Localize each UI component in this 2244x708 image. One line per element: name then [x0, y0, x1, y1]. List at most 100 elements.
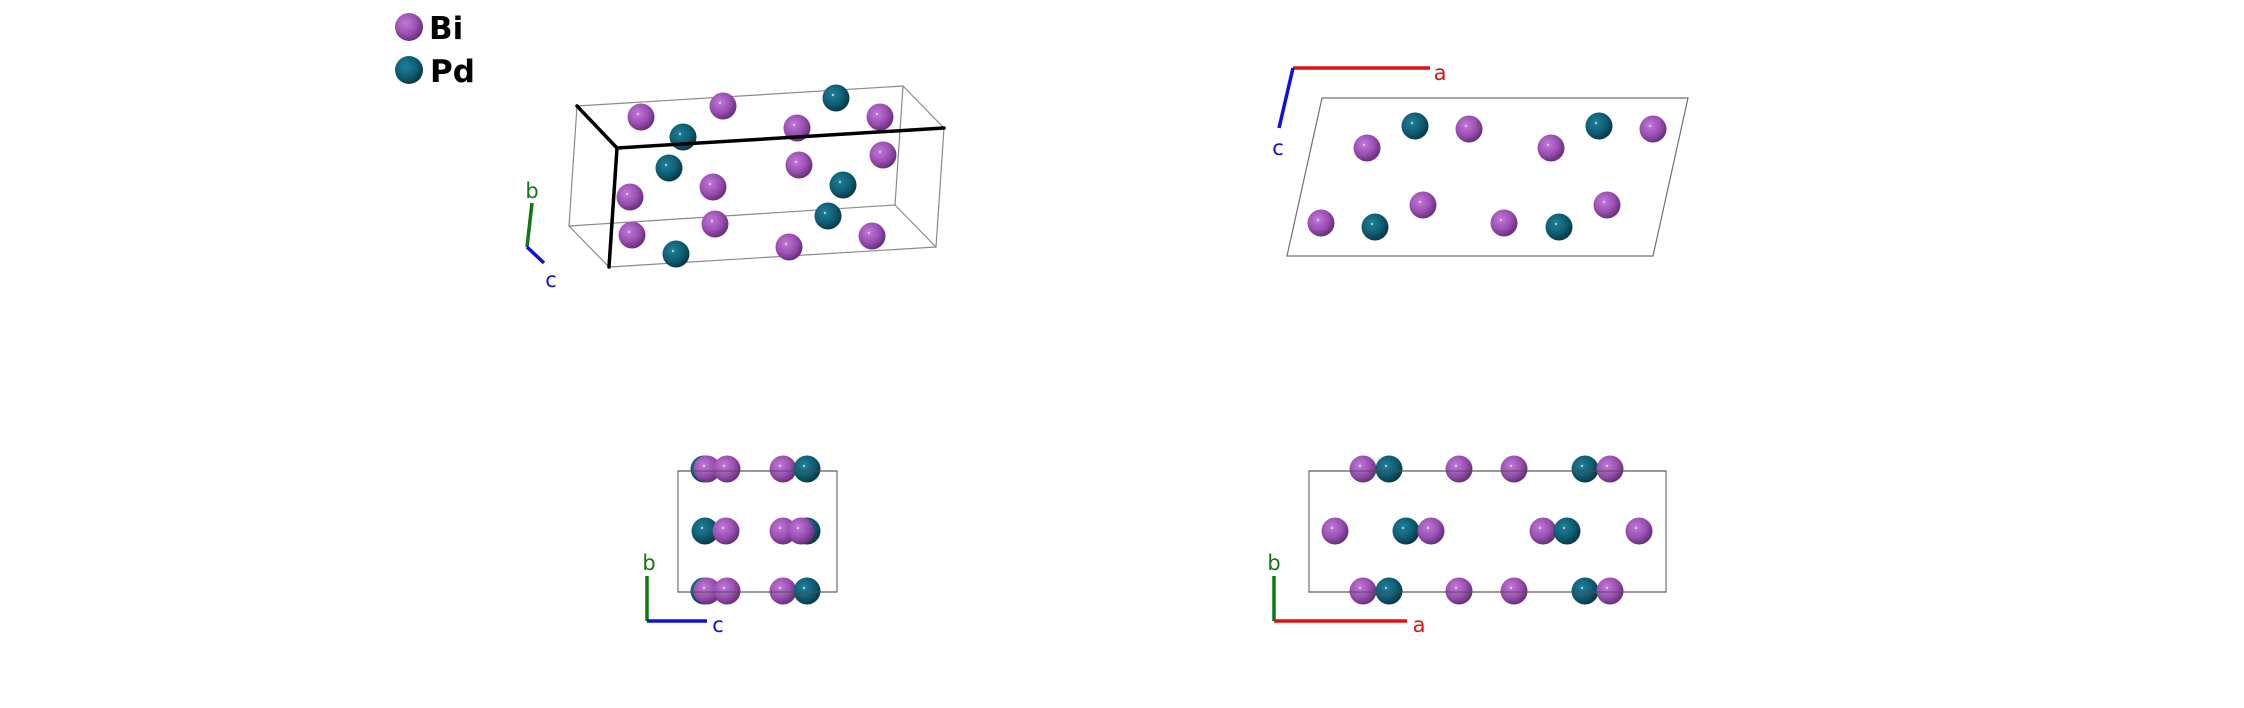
bi-atom-sphere — [1445, 455, 1473, 483]
bi-atom-sphere — [1625, 517, 1653, 545]
specular-highlight — [1358, 586, 1362, 590]
pd-atom-sphere — [793, 577, 821, 605]
specular-highlight — [1370, 222, 1374, 226]
specular-highlight — [627, 230, 631, 234]
specular-highlight — [1605, 464, 1609, 468]
axis-c-label: c — [712, 613, 724, 637]
pd-atom — [662, 240, 690, 268]
bi-atom — [866, 103, 894, 131]
specular-highlight — [878, 150, 882, 154]
pd-atom-sphere — [829, 171, 857, 199]
specular-highlight — [722, 586, 726, 590]
bi-atom-sphere — [1417, 517, 1445, 545]
bi-atom-sphere — [1537, 134, 1565, 162]
bi-atom-sphere — [709, 92, 737, 120]
specular-highlight — [784, 242, 788, 246]
cell-edge-bold — [615, 126, 946, 150]
bi-atom-sphere — [783, 114, 811, 142]
bi-atom — [1593, 191, 1621, 219]
pd-atom-sphere — [669, 123, 697, 151]
pd-atom — [669, 123, 697, 151]
perspective-view: b c — [525, 84, 946, 292]
cell-edge — [894, 85, 904, 206]
axis-indicator: a c — [1272, 61, 1446, 160]
pd-atom — [793, 577, 821, 605]
pd-atom-sphere — [1401, 112, 1429, 140]
pd-atom-sphere — [1375, 577, 1403, 605]
atoms — [616, 84, 897, 268]
specular-highlight — [792, 123, 796, 127]
unit-cell-outline — [1286, 97, 1689, 257]
bi-atom-sphere — [712, 517, 740, 545]
bi-atom — [1353, 134, 1381, 162]
bi-atom-sphere — [616, 183, 644, 211]
specular-highlight — [1358, 464, 1362, 468]
bi-atom — [713, 577, 741, 605]
pd-atom-icon — [395, 56, 423, 84]
pd-atom — [1361, 213, 1389, 241]
bi-atom — [775, 233, 803, 261]
specular-highlight — [1648, 124, 1652, 128]
bi-atom — [787, 517, 815, 545]
legend: Bi Pd — [395, 11, 475, 90]
pd-atom-sphere — [814, 202, 842, 230]
specular-highlight — [678, 132, 682, 136]
axis-indicator: b a — [1267, 551, 1425, 637]
specular-highlight — [721, 526, 725, 530]
bi-atom — [1490, 209, 1518, 237]
bi-atom — [1445, 577, 1473, 605]
bi-atom-icon — [395, 13, 423, 41]
pd-atom-sphere — [1553, 517, 1581, 545]
legend-item-bi: Bi — [395, 11, 463, 47]
bi-atom-sphere — [701, 210, 729, 238]
specular-highlight — [702, 464, 706, 468]
axis-b-label: b — [1267, 551, 1280, 575]
bi-atom-sphere — [627, 103, 655, 131]
atoms — [1321, 455, 1653, 605]
bi-atom — [699, 173, 727, 201]
pd-atom — [1571, 455, 1599, 483]
specular-highlight — [1594, 121, 1598, 125]
bi-atom-sphere — [1529, 517, 1557, 545]
atoms — [690, 455, 821, 605]
axis-a-label: a — [1434, 61, 1447, 85]
specular-highlight — [700, 526, 704, 530]
specular-highlight — [702, 586, 706, 590]
pd-atom-sphere — [1545, 213, 1573, 241]
axis-c-line — [1277, 67, 1295, 129]
pd-atom — [822, 84, 850, 112]
specular-highlight — [1454, 586, 1458, 590]
specular-highlight — [1602, 200, 1606, 204]
cell-edge — [568, 105, 578, 227]
pd-atom-sphere — [662, 240, 690, 268]
pd-atom-sphere — [691, 517, 719, 545]
bi-atom-sphere — [713, 577, 741, 605]
cell-edge — [568, 225, 610, 268]
specular-highlight — [1464, 124, 1468, 128]
bi-atom — [869, 141, 897, 169]
bi-atom — [1445, 455, 1473, 483]
specular-highlight — [1401, 526, 1405, 530]
bi-atom-sphere — [858, 222, 886, 250]
specular-highlight — [1384, 586, 1388, 590]
bi-atom-sphere — [1445, 577, 1473, 605]
specular-highlight — [1509, 464, 1513, 468]
unit-cell-box — [568, 85, 945, 268]
pd-atom — [1401, 112, 1429, 140]
unit-cell-front-edges — [575, 104, 946, 269]
specular-highlight — [796, 526, 800, 530]
bi-atom — [713, 455, 741, 483]
specular-highlight — [1499, 218, 1503, 222]
specular-highlight — [1554, 222, 1558, 226]
cell-edge-bold — [607, 146, 619, 269]
view-along-a: b c — [642, 455, 838, 637]
bi-atom — [1596, 455, 1624, 483]
pd-atom-sphere — [1361, 213, 1389, 241]
legend-label-pd: Pd — [430, 54, 475, 90]
specular-highlight — [778, 586, 782, 590]
legend-label-bi: Bi — [429, 11, 463, 47]
bi-atom — [1455, 115, 1483, 143]
cell-edge — [935, 127, 945, 248]
pd-atom — [793, 455, 821, 483]
